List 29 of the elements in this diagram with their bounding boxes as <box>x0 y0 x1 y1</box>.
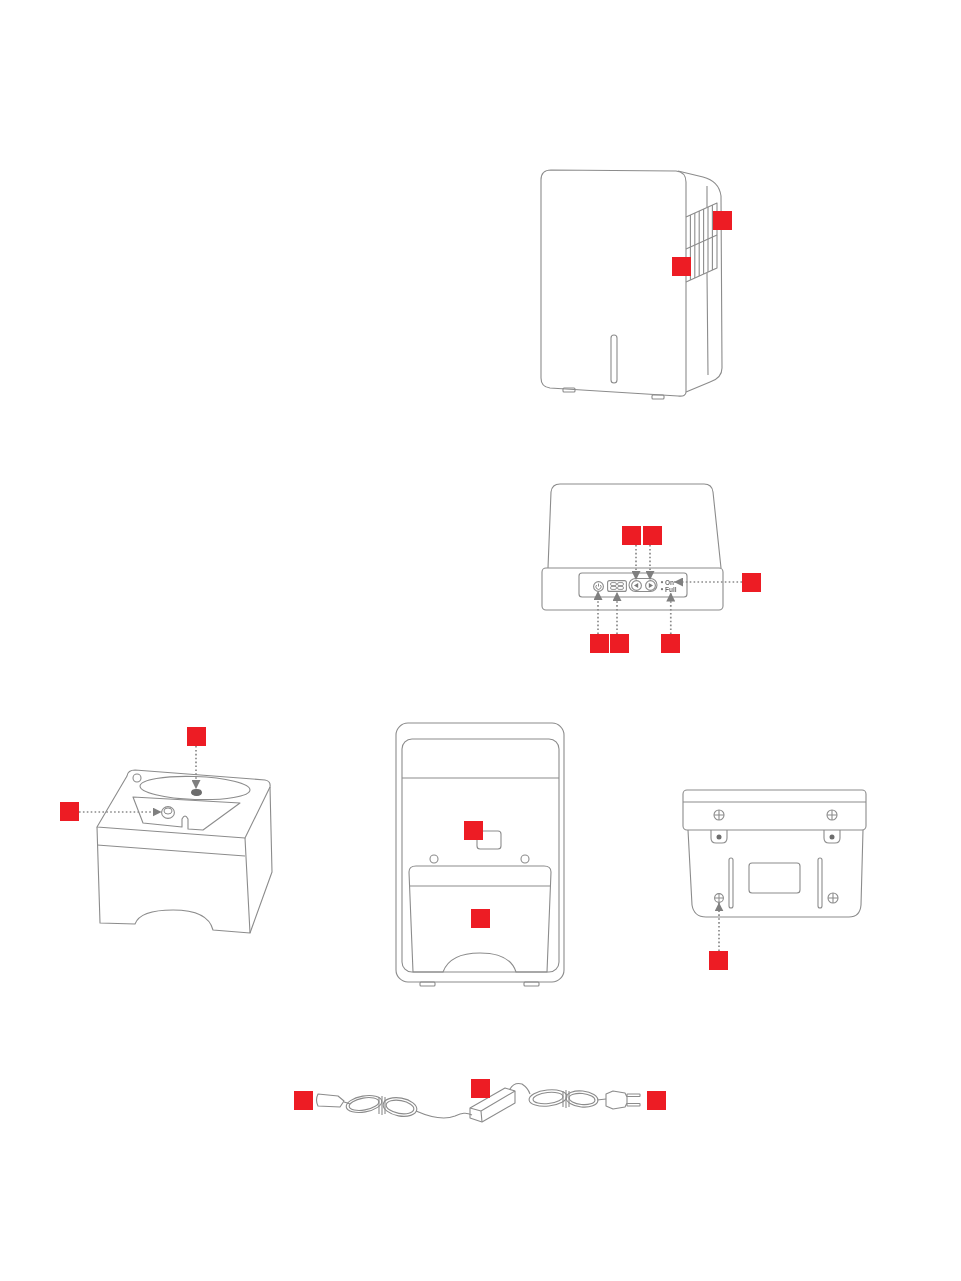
callout-marker <box>471 909 490 928</box>
callout-marker <box>647 1091 666 1110</box>
leader-line <box>593 590 603 635</box>
callout-marker <box>709 951 728 970</box>
right-arrow-button <box>644 579 656 591</box>
leader-line <box>631 544 641 581</box>
callout-marker <box>294 1091 313 1110</box>
leader-line <box>645 544 655 581</box>
leader-line <box>666 591 676 635</box>
callout-marker <box>610 634 629 653</box>
callout-marker <box>60 802 79 821</box>
leader-line <box>673 577 743 587</box>
callout-marker <box>643 526 662 545</box>
callout-marker <box>713 211 732 230</box>
callout-marker <box>471 1079 490 1098</box>
callout-marker <box>661 634 680 653</box>
drain-hole <box>190 788 202 796</box>
leader-line <box>714 901 724 952</box>
callout-marker <box>672 257 691 276</box>
callout-marker <box>622 526 641 545</box>
callout-marker <box>187 727 206 746</box>
leader-line <box>191 745 201 790</box>
leader-line <box>612 591 622 635</box>
callout-marker <box>742 573 761 592</box>
callout-marker <box>590 634 609 653</box>
callout-marker <box>464 821 483 840</box>
screw-hole-icon <box>714 893 724 903</box>
left-arrow-button <box>630 579 642 591</box>
float-knob <box>161 805 175 819</box>
